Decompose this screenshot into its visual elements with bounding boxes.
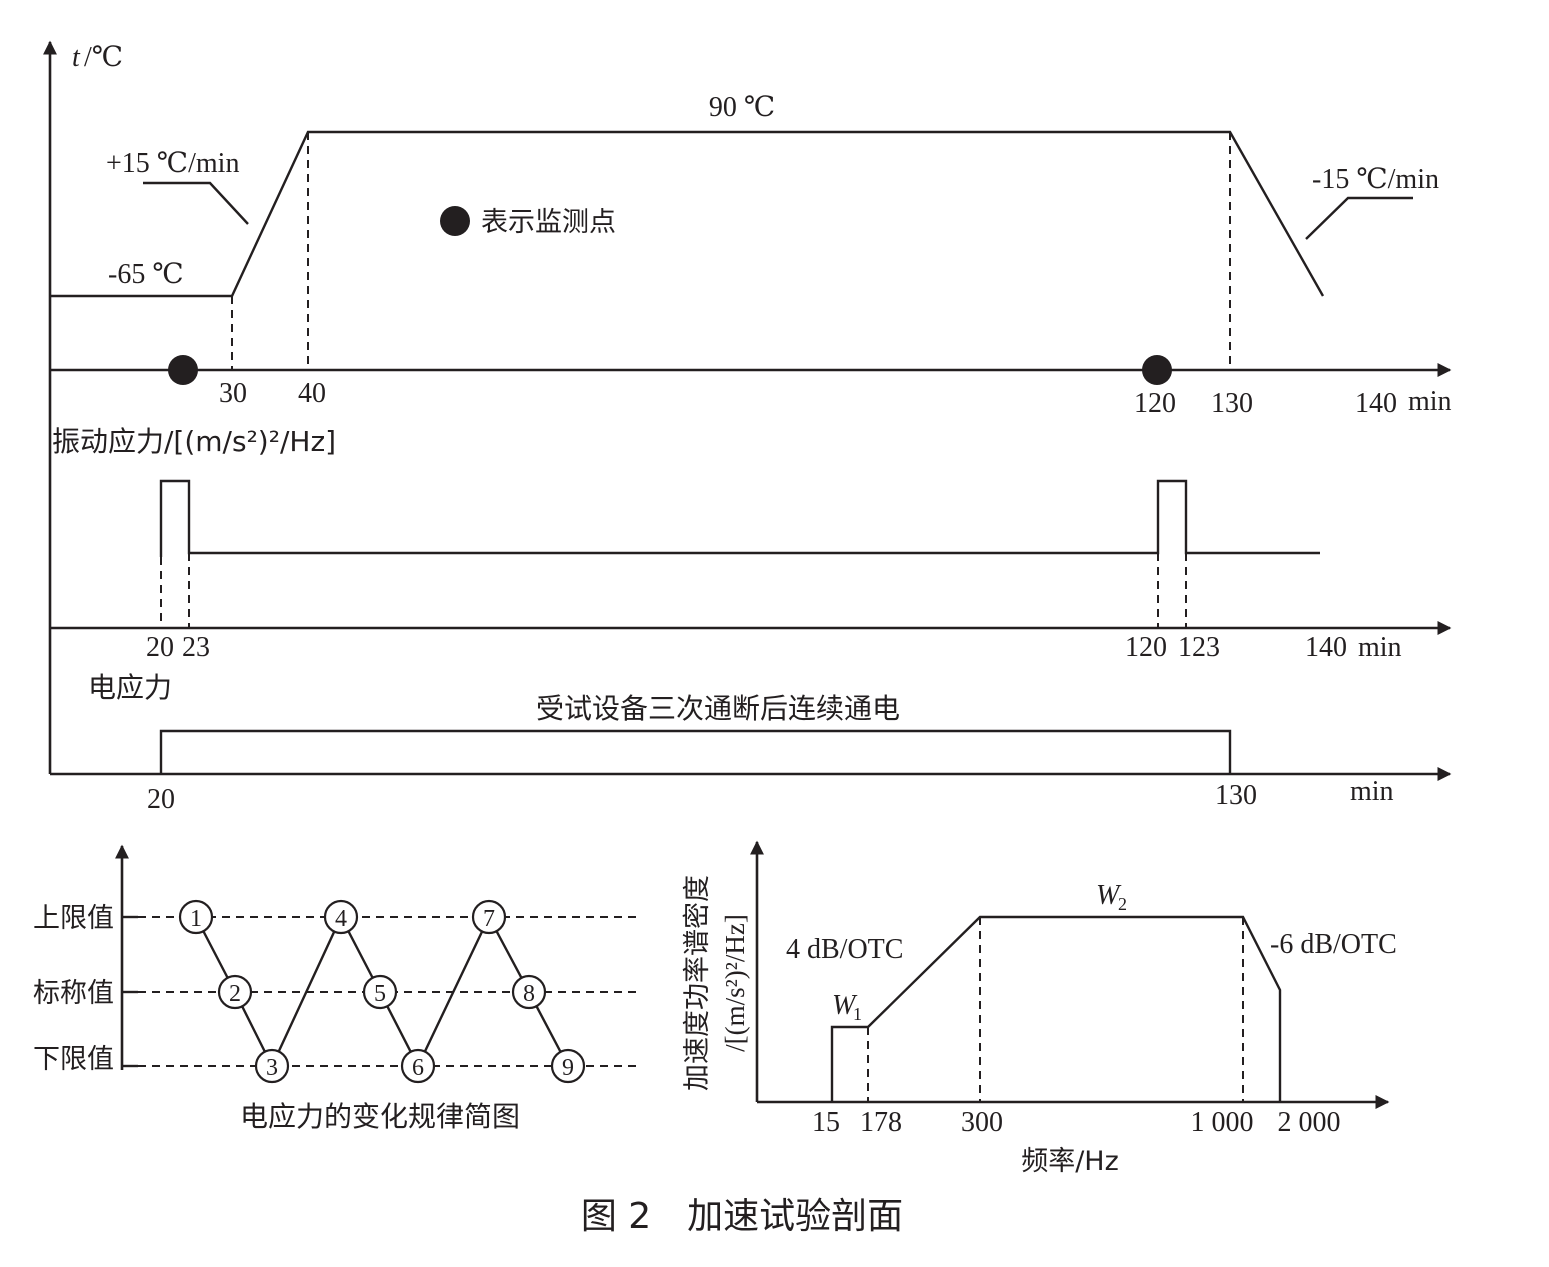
elec-unit: min [1350, 776, 1394, 807]
vibration-profile-line [159, 479, 1320, 557]
cycle-point-2: 2 [217, 974, 253, 1010]
cycle-point-4: 4 [323, 899, 359, 935]
psd-tick-178: 178 [860, 1107, 902, 1138]
ramp-down-label: -15 ℃/min [1312, 164, 1439, 195]
psd-w1-label: W [832, 990, 858, 1021]
cycle-caption: 电应力的变化规律简图 [240, 1100, 520, 1133]
psd-tick-300: 300 [961, 1107, 1003, 1138]
vib-tick-120: 120 [1125, 632, 1167, 663]
monitor-point-legend-icon [440, 206, 470, 236]
temp-axis-unit: /℃ [84, 42, 123, 73]
vib-tick-123: 123 [1178, 632, 1220, 663]
svg-text:9: 9 [562, 1055, 574, 1081]
cycle-point-6: 6 [400, 1048, 436, 1084]
electric-note: 受试设备三次通断后连续通电 [536, 692, 900, 725]
psd-w2-label: W [1096, 880, 1122, 911]
cycle-point-1: 1 [178, 899, 214, 935]
temp-unit: min [1408, 386, 1452, 417]
svg-text:3: 3 [266, 1055, 278, 1081]
psd-w2-subscript: 2 [1118, 894, 1127, 914]
level-label-upper: 上限值 [33, 903, 114, 934]
electric-axis-label: 电应力 [88, 671, 172, 704]
figure-caption: 图 2 加速试验剖面 [581, 1196, 903, 1237]
ramp-up-label: +15 ℃/min [106, 148, 239, 179]
cycle-point-9: 9 [550, 1048, 586, 1084]
psd-tick-2000: 2 000 [1278, 1107, 1341, 1138]
temp-tick-30: 30 [219, 378, 247, 409]
psd-tick-15: 15 [812, 1107, 840, 1138]
level-label-lower: 下限值 [33, 1044, 114, 1075]
psd-tick-1000: 1 000 [1191, 1107, 1254, 1138]
monitor-point-1 [168, 355, 198, 385]
svg-text:1: 1 [190, 906, 202, 932]
temp-tick-40: 40 [298, 378, 326, 409]
temp-axis-label: t [72, 42, 81, 73]
ramp-down-leader [1305, 196, 1413, 240]
psd-slope-up-label: 4 dB/OTC [786, 934, 903, 965]
svg-text:6: 6 [412, 1055, 424, 1081]
svg-text:2: 2 [229, 981, 241, 1007]
temperature-profile-line [50, 130, 1325, 298]
psd-ylabel-line1: 加速度功率谱密度 [682, 875, 713, 1091]
vib-tick-140: 140 [1305, 632, 1347, 663]
svg-text:4: 4 [335, 906, 347, 932]
monitor-point-legend-label: 表示监测点 [481, 207, 616, 238]
elec-tick-130: 130 [1215, 780, 1257, 811]
psd-slope-down-label: -6 dB/OTC [1270, 929, 1397, 960]
vibration-axis-label: 振动应力/[(m/s²)²/Hz] [52, 425, 336, 458]
vib-tick-23: 23 [182, 632, 210, 663]
svg-text:8: 8 [523, 981, 535, 1007]
svg-text:5: 5 [374, 981, 386, 1007]
electric-profile-line [159, 729, 1232, 774]
svg-text:7: 7 [483, 906, 495, 932]
vib-tick-20: 20 [146, 632, 174, 663]
psd-ylabel-line2: /[(m/s²)²/Hz] [720, 914, 750, 1052]
cycle-point-3: 3 [254, 1048, 290, 1084]
cycle-point-7: 7 [471, 899, 507, 935]
high-temp-label: 90 ℃ [709, 92, 775, 123]
ramp-up-leader [143, 181, 249, 225]
temp-tick-120: 120 [1134, 388, 1176, 419]
psd-xlabel: 频率/Hz [1021, 1146, 1119, 1177]
cycle-point-8: 8 [511, 974, 547, 1010]
monitor-point-2 [1142, 355, 1172, 385]
psd-w1-subscript: 1 [853, 1004, 862, 1024]
temp-tick-140: 140 [1355, 388, 1397, 419]
temp-tick-130: 130 [1211, 388, 1253, 419]
cycle-point-5: 5 [362, 974, 398, 1010]
level-label-nominal: 标称值 [33, 978, 114, 1009]
vib-unit: min [1358, 632, 1402, 663]
elec-tick-20: 20 [147, 784, 175, 815]
low-temp-label: -65 ℃ [108, 259, 184, 290]
